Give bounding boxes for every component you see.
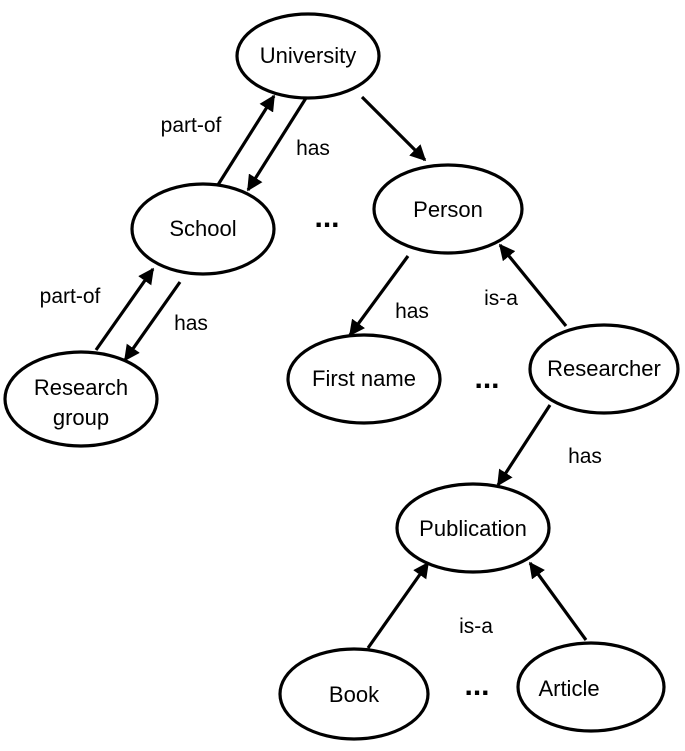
edge-label-school-part-of-university: part-of: [161, 114, 222, 137]
node-label-research-group-line2: group: [53, 405, 109, 430]
node-label-first-name: First name: [312, 366, 416, 391]
ellipsis-school-person: ...: [314, 201, 339, 234]
node-person: Person: [372, 163, 524, 255]
edge-label-university-has-school: has: [296, 137, 330, 160]
edge-book-is-a-publication: [366, 561, 430, 649]
edge-person-has-first-name: [348, 255, 410, 337]
ellipsis-first-name-researcher: ...: [474, 362, 499, 395]
node-label-article: Article: [538, 676, 599, 701]
edge-label-school-has-group: has: [174, 312, 208, 335]
edge-article-is-a-publication: [528, 561, 588, 641]
node-label-school: School: [169, 216, 236, 241]
edge-researcher-has-publication: [496, 404, 552, 487]
edge-label-group-part-of-school: part-of: [40, 285, 101, 308]
edge-label-researcher-is-a-person: is-a: [484, 287, 518, 310]
node-label-publication: Publication: [419, 516, 527, 541]
node-label-research-group-line1: Research: [34, 375, 128, 400]
edge-university-to-person: [360, 95, 427, 162]
node-label-researcher: Researcher: [547, 356, 661, 381]
ellipsis-book-article: ...: [464, 669, 489, 702]
edges: [94, 94, 588, 649]
node-book: Book: [278, 647, 430, 741]
edge-group-part-of-school: [94, 267, 155, 351]
edge-labels: part-of has part-of has has is-a has is-…: [40, 114, 602, 638]
node-research-group: Research group: [3, 350, 159, 448]
node-label-book: Book: [329, 682, 380, 707]
edge-researcher-is-a-person: [498, 243, 568, 328]
node-first-name: First name: [286, 333, 442, 425]
edge-university-has-school: [246, 97, 308, 192]
edge-label-book-article-is-a-publication: is-a: [459, 615, 493, 638]
node-label-person: Person: [413, 197, 483, 222]
edge-school-part-of-university: [214, 94, 276, 189]
edge-school-has-group: [123, 281, 182, 362]
node-article: Article: [516, 641, 666, 733]
node-school: School: [130, 182, 276, 276]
node-researcher: Researcher: [528, 323, 680, 415]
edge-label-person-has-first-name: has: [395, 300, 429, 323]
node-university: University: [235, 12, 381, 100]
node-publication: Publication: [395, 482, 551, 574]
node-label-university: University: [260, 43, 357, 68]
edge-label-researcher-has-publication: has: [568, 445, 602, 468]
